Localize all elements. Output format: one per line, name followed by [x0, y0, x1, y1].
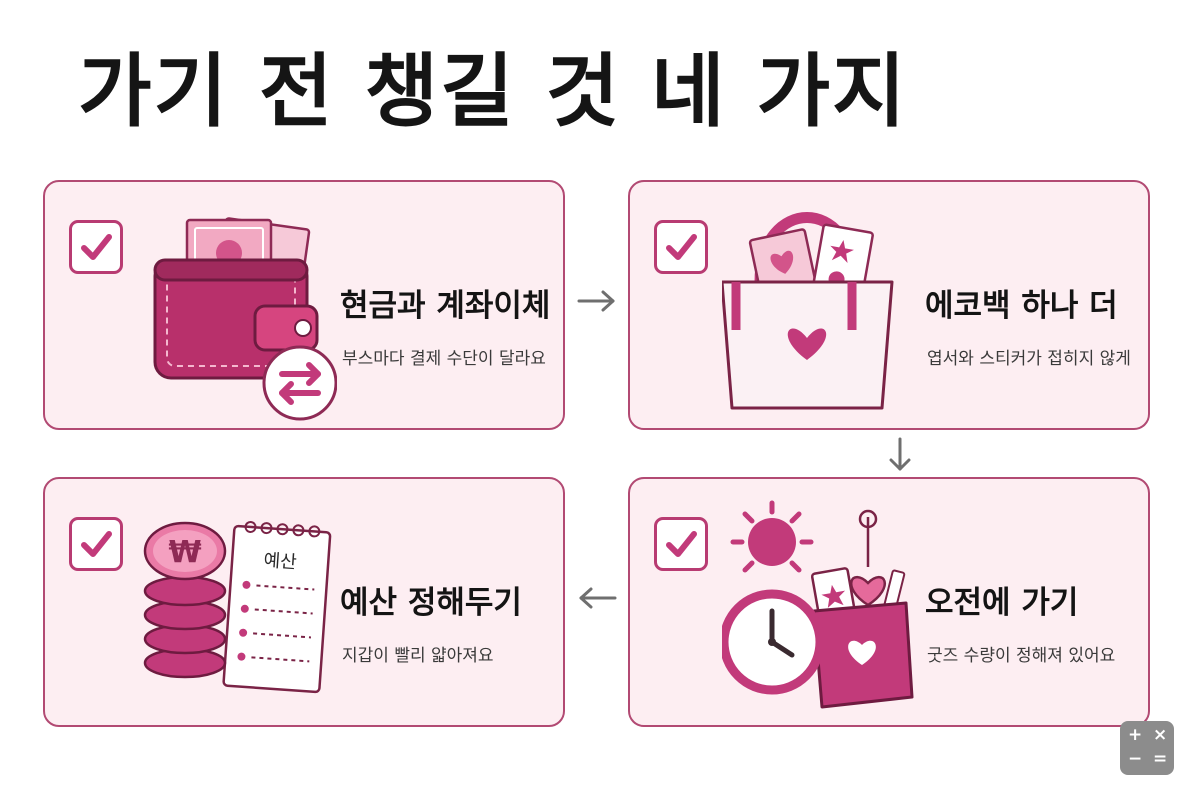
card-go-early: 오전에 가기 굿즈 수량이 정해져 있어요	[628, 477, 1150, 727]
card-cash-transfer: 현금과 계좌이체 부스마다 결제 수단이 달라요	[43, 180, 565, 430]
card-eco-bag: 에코백 하나 더 엽서와 스티커가 접히지 않게	[628, 180, 1150, 430]
card-title: 예산 정해두기	[340, 585, 522, 621]
arrow-left-icon	[579, 587, 617, 609]
transfer-icon	[262, 345, 337, 421]
minus-glyph: −	[1128, 749, 1143, 769]
card-budget: 예산 ₩ 예산 정해두기 지갑이 빨리 얇아져요	[43, 477, 565, 727]
card-description: 부스마다 결제 수단이 달라요	[342, 349, 546, 369]
card-description: 지갑이 빨리 얇아져요	[342, 646, 494, 666]
clock-icon	[722, 589, 825, 695]
tote-bag-icon	[722, 212, 894, 410]
wallet-icon	[153, 217, 337, 421]
card-title: 에코백 하나 더	[925, 288, 1118, 324]
coin-stack-icon: 예산 ₩	[143, 520, 332, 694]
card-description: 엽서와 스티커가 접히지 않게	[927, 349, 1131, 369]
check-icon	[81, 234, 112, 260]
plus-glyph: +	[1128, 725, 1143, 745]
times-glyph: ×	[1153, 725, 1168, 745]
checkbox[interactable]	[654, 220, 708, 274]
checkbox[interactable]	[69, 220, 123, 274]
checkbox[interactable]	[654, 517, 708, 571]
arrow-right-icon	[577, 290, 615, 312]
notepad-label: 예산	[263, 550, 298, 573]
check-icon	[666, 531, 697, 557]
page-title: 가기 전 챙길 것 네 가지	[78, 45, 908, 138]
sun-icon	[730, 500, 814, 573]
goods-box-icon	[810, 509, 914, 709]
morning-illustration	[722, 500, 914, 709]
checkbox[interactable]	[69, 517, 123, 571]
calculator-icon[interactable]: + × − =	[1120, 721, 1174, 775]
card-description: 굿즈 수량이 정해져 있어요	[927, 646, 1116, 666]
arrow-down-icon	[889, 437, 911, 471]
card-title: 오전에 가기	[925, 585, 1079, 621]
won-symbol: ₩	[168, 535, 201, 570]
card-title: 현금과 계좌이체	[340, 288, 551, 324]
check-icon	[81, 531, 112, 557]
notepad-icon: 예산	[222, 520, 332, 694]
check-icon	[666, 234, 697, 260]
equals-glyph: =	[1153, 749, 1168, 769]
